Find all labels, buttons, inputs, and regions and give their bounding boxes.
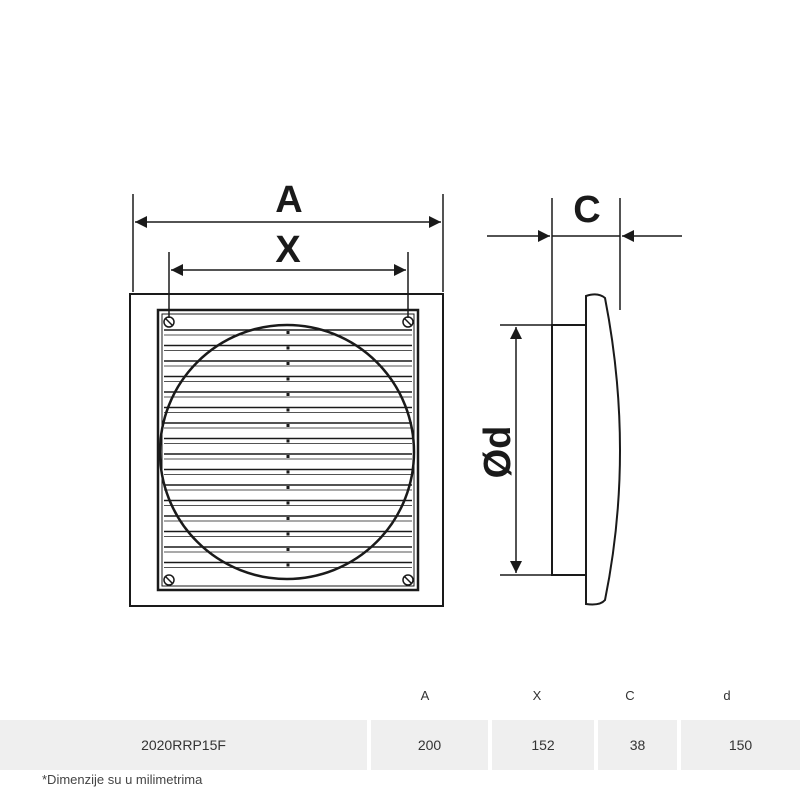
cell-model: 2020RRP15F [0,720,367,770]
label-a: A [275,179,302,221]
technical-drawing: A X C Ød [129,179,682,607]
dimension-c [487,198,682,325]
table-row: 2020RRP15F 200 152 38 150 [0,720,800,770]
header-d: d [723,688,731,703]
dimension-d [500,324,552,576]
duct-circle [158,323,416,581]
spigot [551,324,587,576]
header-a: A [420,688,430,703]
label-c: C [573,189,600,231]
side-view [551,293,621,606]
inner-frame [156,308,420,592]
front-view [129,293,444,607]
cell-a: 200 [371,720,488,770]
label-x: X [275,229,301,271]
grille-face [585,293,621,606]
screws [163,316,414,586]
header-x: X [532,688,542,703]
footnote: *Dimenzije su u milimetrima [42,772,203,787]
cell-d: 150 [681,720,800,770]
header-c: C [625,688,635,703]
outer-frame [129,293,444,607]
dimension-x [168,252,409,318]
label-d: Ød [477,426,519,479]
cell-x: 152 [492,720,594,770]
louvres [164,329,412,568]
spec-table: A X C d 2020RRP15F 200 152 38 150 [0,680,800,770]
table-header: A X C d [0,680,800,714]
dimension-a [132,194,444,292]
cell-c: 38 [598,720,677,770]
